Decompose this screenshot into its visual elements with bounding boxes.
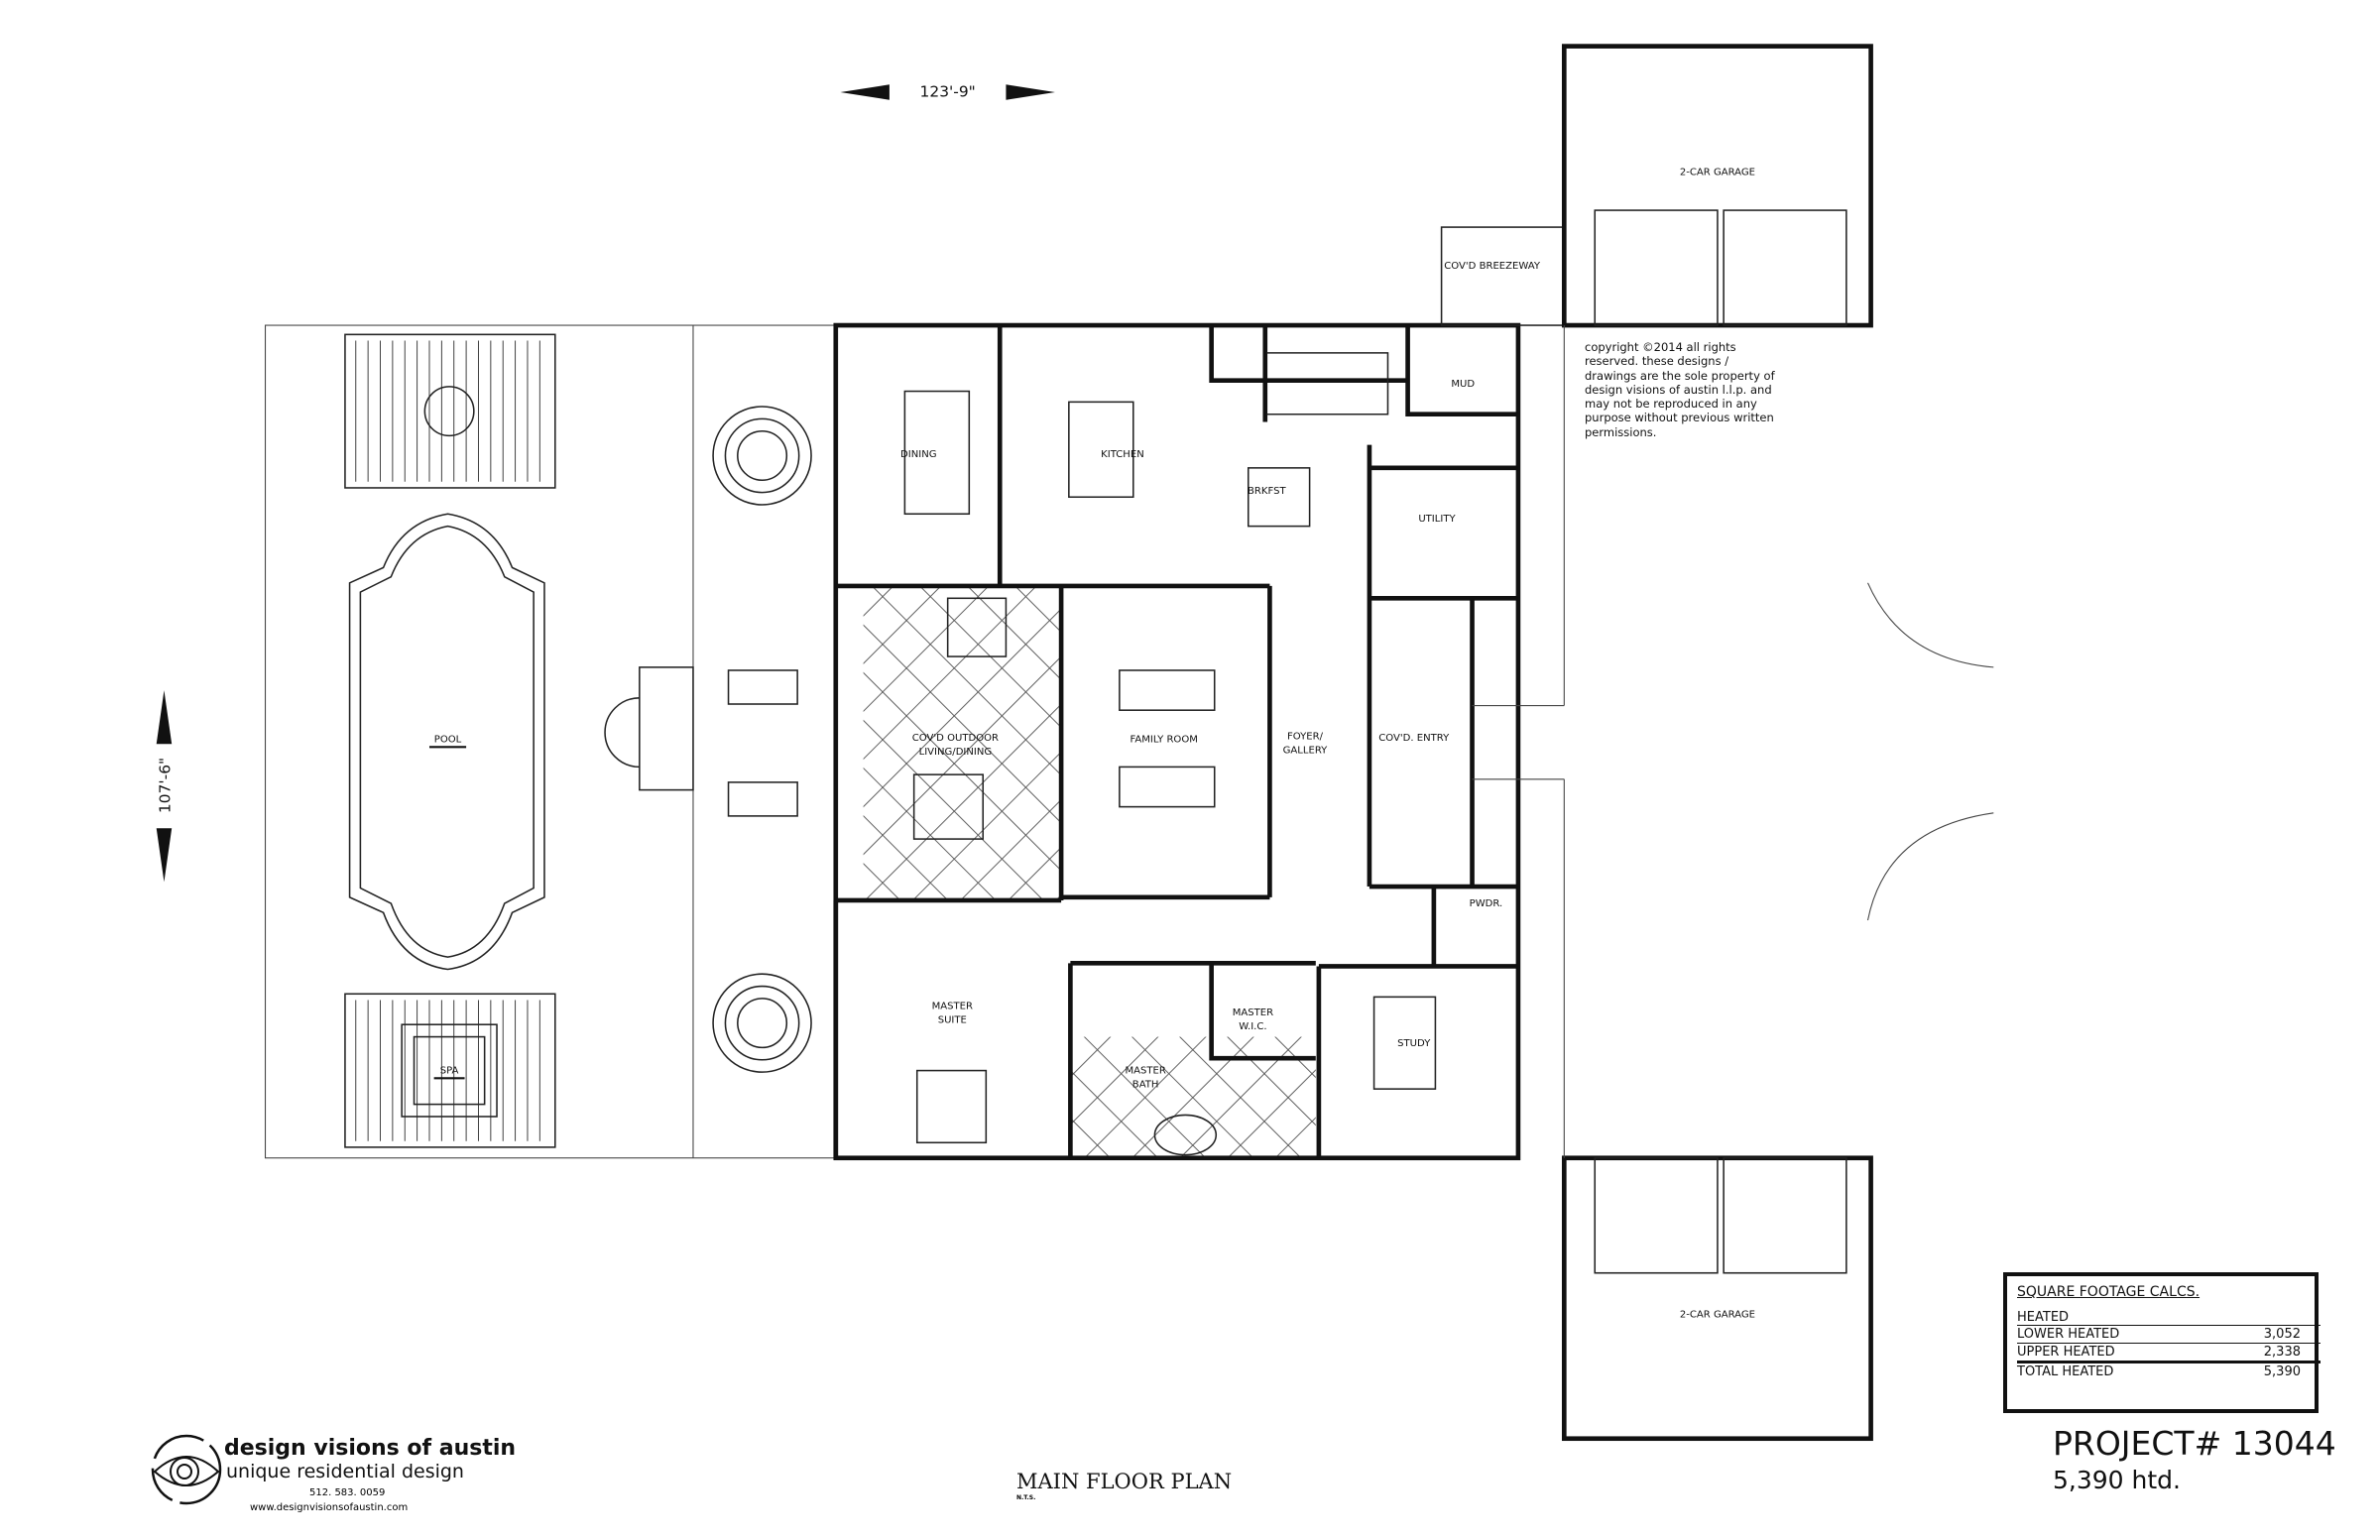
pool: POOL — [348, 513, 545, 971]
svg-text:BRKFST: BRKFST — [1248, 486, 1286, 497]
pergola-bottom: SPA — [344, 993, 556, 1148]
svg-text:2-CAR GARAGE: 2-CAR GARAGE — [1680, 168, 1755, 178]
svg-text:LIVING/DINING: LIVING/DINING — [919, 747, 993, 758]
house: DINING KITCHEN BRKFST MUD UTILITY COV'D … — [833, 322, 1521, 1161]
svg-text:FAMILY ROOM: FAMILY ROOM — [1130, 735, 1198, 746]
project-number: PROJECT# 13044 — [2053, 1424, 2336, 1463]
drawing-scale: N.T.S. — [1016, 1494, 1036, 1501]
svg-text:SUITE: SUITE — [938, 1015, 967, 1026]
svg-text:POOL: POOL — [434, 735, 462, 746]
svg-text:COV'D. ENTRY: COV'D. ENTRY — [1378, 733, 1450, 744]
svg-text:FOYER/: FOYER/ — [1287, 732, 1324, 743]
eye-logo-icon — [151, 1434, 222, 1505]
width-dimension: 123'-9" — [840, 83, 1055, 101]
logo-url[interactable]: www.designvisionsofaustin.com — [250, 1502, 409, 1513]
sqft-title: SQUARE FOOTAGE CALCS. — [2017, 1284, 2201, 1300]
garage-bottom: 2-CAR GARAGE — [1562, 1155, 1873, 1442]
logo-phone: 512. 583. 0059 — [309, 1487, 386, 1498]
svg-text:BATH: BATH — [1132, 1080, 1159, 1091]
svg-text:107'-6": 107'-6" — [157, 758, 175, 813]
driveway — [1472, 325, 1994, 1158]
svg-text:PWDR.: PWDR. — [1470, 898, 1503, 909]
copyright-notice: copyright ©2014 all rights reserved. the… — [1585, 340, 1775, 439]
svg-text:W.I.C.: W.I.C. — [1239, 1021, 1266, 1032]
svg-text:KITCHEN: KITCHEN — [1101, 449, 1144, 460]
sqft-heading: HEATED — [2017, 1310, 2070, 1325]
square-footage-table: SQUARE FOOTAGE CALCS. HEATED LOWER HEATE… — [2003, 1272, 2320, 1413]
pergola-top — [344, 333, 556, 489]
svg-text:MASTER: MASTER — [932, 1002, 973, 1012]
pool-deck: SPA POOL — [264, 324, 837, 1159]
svg-text:COV'D BREEZEWAY: COV'D BREEZEWAY — [1444, 261, 1541, 272]
logo-tagline: unique residential design — [226, 1461, 464, 1482]
svg-text:2-CAR GARAGE: 2-CAR GARAGE — [1680, 1310, 1755, 1321]
project-heated: 5,390 htd. — [2053, 1466, 2181, 1494]
depth-dimension: 107'-6" — [157, 690, 175, 883]
svg-text:COV'D OUTDOOR: COV'D OUTDOOR — [912, 733, 999, 744]
drawing-title: MAIN FLOOR PLAN — [1016, 1470, 1233, 1493]
svg-text:MASTER: MASTER — [1233, 1007, 1273, 1018]
svg-text:SPA: SPA — [440, 1066, 459, 1077]
svg-text:MASTER: MASTER — [1125, 1066, 1165, 1077]
svg-text:MUD: MUD — [1451, 379, 1475, 390]
garage-top: 2-CAR GARAGE — [1562, 44, 1873, 328]
logo-name: design visions of austin — [224, 1436, 517, 1461]
svg-text:UTILITY: UTILITY — [1418, 514, 1456, 525]
svg-text:STUDY: STUDY — [1397, 1038, 1431, 1049]
svg-text:DINING: DINING — [900, 449, 936, 460]
svg-text:GALLERY: GALLERY — [1283, 745, 1329, 756]
breezeway: COV'D BREEZEWAY — [1440, 226, 1566, 326]
svg-text:123'-9": 123'-9" — [920, 83, 976, 101]
